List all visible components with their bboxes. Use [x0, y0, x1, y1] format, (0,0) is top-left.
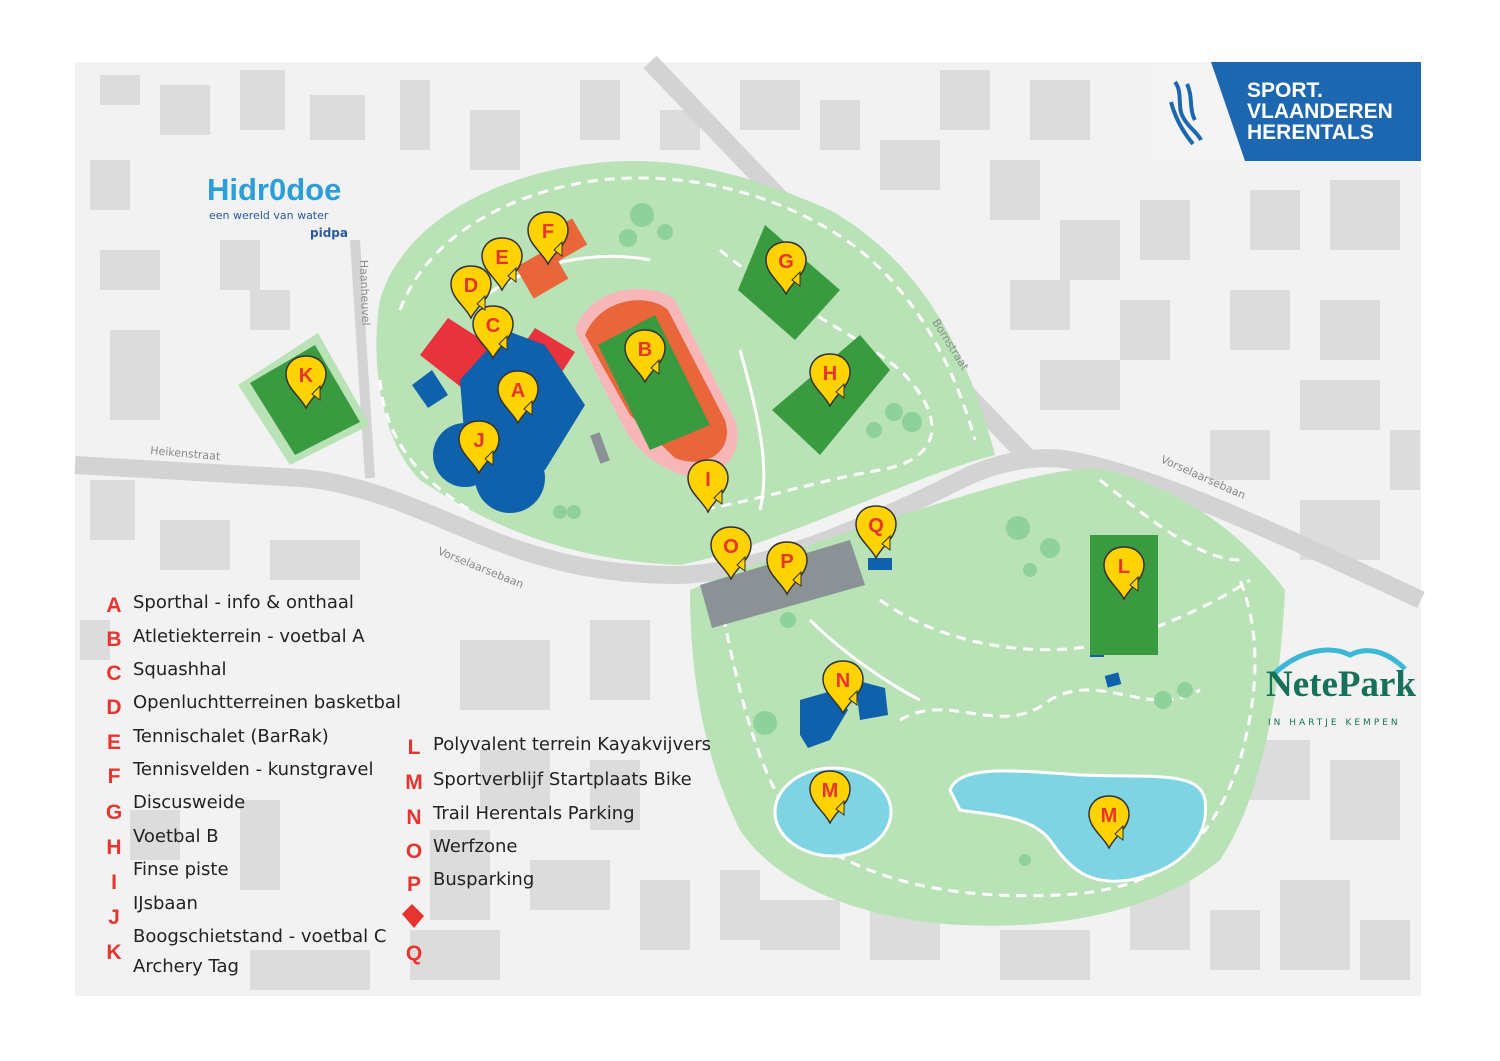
legend-item-polyvalent: Polyvalent terrein Kayakvijvers [433, 734, 712, 755]
legend-letter: P [406, 873, 421, 896]
svg-text:N: N [836, 670, 850, 692]
marker-d[interactable]: D [450, 265, 492, 319]
svg-text:I: I [705, 469, 711, 491]
legend-item-voetbal-b: Voetbal B [133, 826, 219, 847]
legend-item-ijsbaan: IJsbaan [133, 893, 198, 914]
netepark-logo-title: NetePark [1266, 664, 1416, 705]
svg-text:J: J [473, 430, 484, 452]
marker-e[interactable]: E [481, 237, 523, 291]
svg-text:F: F [542, 221, 554, 243]
netepark-logo-subtitle: IN HARTJE KEMPEN [1268, 718, 1401, 728]
marker-m-west[interactable]: M [809, 770, 851, 824]
sport-logo-line3: HERENTALS [1247, 121, 1374, 144]
legend-item-sporthal: Sporthal - info & onthaal [133, 592, 354, 613]
legend-letter: Q [405, 942, 423, 965]
legend-item-sportverblijf: Sportverblijf Startplaats Bike [433, 769, 692, 790]
legend-letter: B [106, 628, 122, 651]
legend-letter: D [106, 696, 122, 719]
hidrodoe-logo-title: Hidr0doe [207, 172, 342, 207]
svg-text:B: B [638, 339, 652, 361]
legend-item-squashhal: Squashhal [133, 659, 227, 680]
lion-icon [1169, 80, 1203, 146]
legend-letter: G [105, 801, 123, 824]
legend-item-tennischalet: Tennischalet (BarRak) [133, 726, 329, 747]
legend-item-busparking: Busparking [433, 869, 535, 890]
sport-logo-line1: SPORT. [1247, 79, 1323, 102]
legend-item-atletiekterrein: Atletiekterrein - voetbal A [133, 626, 365, 647]
legend-letter: O [405, 840, 423, 863]
legend-letter: N [406, 806, 422, 829]
marker-a[interactable]: A [497, 370, 539, 424]
legend-diamond-icon [402, 904, 424, 928]
marker-n[interactable]: N [822, 660, 864, 714]
svg-text:G: G [778, 251, 794, 273]
legend-letter: A [106, 594, 122, 617]
park-south [690, 468, 1285, 926]
marker-h[interactable]: H [809, 353, 851, 407]
svg-text:Q: Q [868, 515, 884, 537]
marker-l[interactable]: L [1103, 546, 1145, 600]
legend-letter: M [405, 771, 423, 794]
marker-p[interactable]: P [766, 541, 808, 595]
street-heikenstraat: Heikenstraat [150, 444, 222, 463]
street-haanheuvel: Haanheuvel [357, 260, 372, 326]
svg-text:C: C [486, 315, 500, 337]
legend-letter: C [106, 662, 122, 685]
trees [553, 203, 1193, 866]
svg-text:M: M [822, 780, 839, 802]
legend-item-finse-piste: Finse piste [133, 859, 229, 880]
marker-c[interactable]: C [472, 305, 514, 359]
marker-g[interactable]: G [765, 241, 807, 295]
legend-item-basketbal: Openluchtterreinen basketbal [133, 692, 401, 713]
hidrodoe-logo-subtitle: een wereld van water [209, 209, 329, 222]
legend-item-boogschietstand: Boogschietstand - voetbal C [133, 926, 387, 947]
legend-letter: K [106, 941, 122, 964]
city-background [80, 70, 1420, 990]
sport-logo-line2: VLAANDEREN [1247, 100, 1393, 123]
legend-item-trail-parking: Trail Herentals Parking [433, 803, 635, 824]
legend-letter: F [107, 765, 121, 788]
legend-letter: E [106, 731, 121, 754]
svg-text:M: M [1101, 805, 1118, 827]
legend-item-archery-tag: Archery Tag [133, 956, 239, 977]
svg-text:P: P [780, 551, 793, 573]
paths-solid [479, 254, 921, 702]
marker-k[interactable]: K [285, 355, 327, 409]
svg-text:D: D [464, 275, 478, 297]
marker-q[interactable]: Q [855, 505, 897, 559]
svg-text:O: O [723, 536, 739, 558]
map-markers: A B C D E F G H I J K L M M N O P Q [285, 211, 1145, 849]
svg-text:E: E [495, 247, 508, 269]
netepark-splash-icon [1273, 647, 1407, 675]
marker-i[interactable]: I [687, 459, 729, 513]
legend-item-tennisvelden: Tennisvelden - kunstgravel [133, 759, 374, 780]
marker-b[interactable]: B [624, 329, 666, 383]
legend-item-discusweide: Discusweide [133, 792, 246, 813]
hidrodoe-logo-pidpa: pidpa [310, 226, 348, 240]
walking-paths [378, 176, 1257, 898]
svg-text:H: H [823, 363, 837, 385]
legend-letter: J [108, 906, 120, 929]
marker-o[interactable]: O [710, 526, 752, 580]
svg-text:A: A [511, 380, 525, 402]
marker-j[interactable]: J [458, 420, 500, 474]
legend-letter: H [106, 836, 122, 859]
pond-east [948, 769, 1208, 883]
legend-letter: L [407, 736, 421, 759]
svg-text:K: K [299, 365, 314, 387]
svg-text:L: L [1118, 556, 1130, 578]
marker-f[interactable]: F [527, 211, 569, 265]
legend-letter: I [111, 871, 117, 894]
marker-m-east[interactable]: M [1088, 795, 1130, 849]
legend-item-werfzone: Werfzone [433, 836, 518, 857]
sport-vlaanderen-logo [1153, 62, 1421, 161]
